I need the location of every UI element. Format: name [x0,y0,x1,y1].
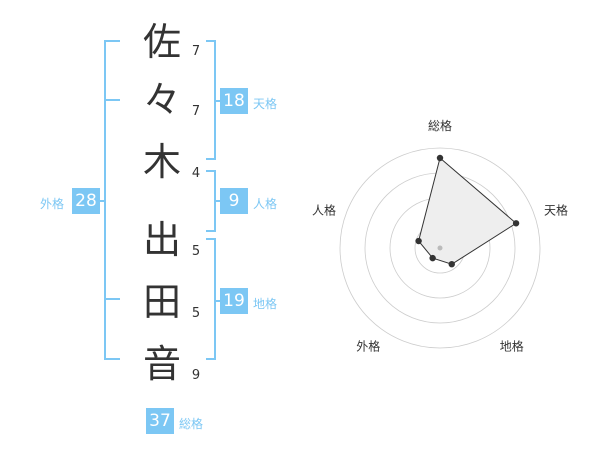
radar-point-1 [436,154,444,162]
stroke-count-5: 5 [191,306,201,321]
radar-axis-label-2: 天格 [544,202,568,217]
jinkaku-value: 9 [220,188,248,214]
name-char-1: 佐 [142,20,181,64]
chikaku-label: 地格 [253,297,278,311]
gaikaku-label: 外格 [40,197,65,211]
radar-axis-label-5: 人格 [312,202,336,217]
radar-point-5 [415,237,422,245]
radar-data-polygon [418,157,517,265]
radar-point-4 [429,254,436,262]
tenkaku-label: 天格 [253,97,278,111]
name-char-3: 木 [142,140,181,184]
radar-center-point [437,245,443,251]
soukaku-label: 総格 [179,417,204,431]
tenkaku-value: 18 [220,88,248,114]
radar-axis-label-3: 地格 [500,339,524,354]
jinkaku-label: 人格 [253,197,278,211]
name-char-2: 々 [142,78,181,122]
radar-grid-ring-4 [339,147,541,349]
name-char-5: 田 [142,280,181,324]
soukaku-value: 37 [146,408,174,434]
name-char-6: 音 [142,342,181,386]
radar-axis-label-4: 外格 [356,339,380,354]
stroke-count-3: 4 [191,166,201,181]
radar-point-3 [448,260,455,268]
name-char-4: 出 [142,218,181,262]
stroke-count-1: 7 [191,44,201,59]
chikaku-value: 19 [220,288,248,314]
radar-point-2 [512,220,520,227]
stroke-count-2: 7 [191,104,201,119]
stroke-count-6: 9 [191,368,201,383]
gaikaku-value: 28 [72,188,100,214]
stroke-count-4: 5 [191,244,201,259]
radar-axis-label-1: 総格 [428,118,452,133]
